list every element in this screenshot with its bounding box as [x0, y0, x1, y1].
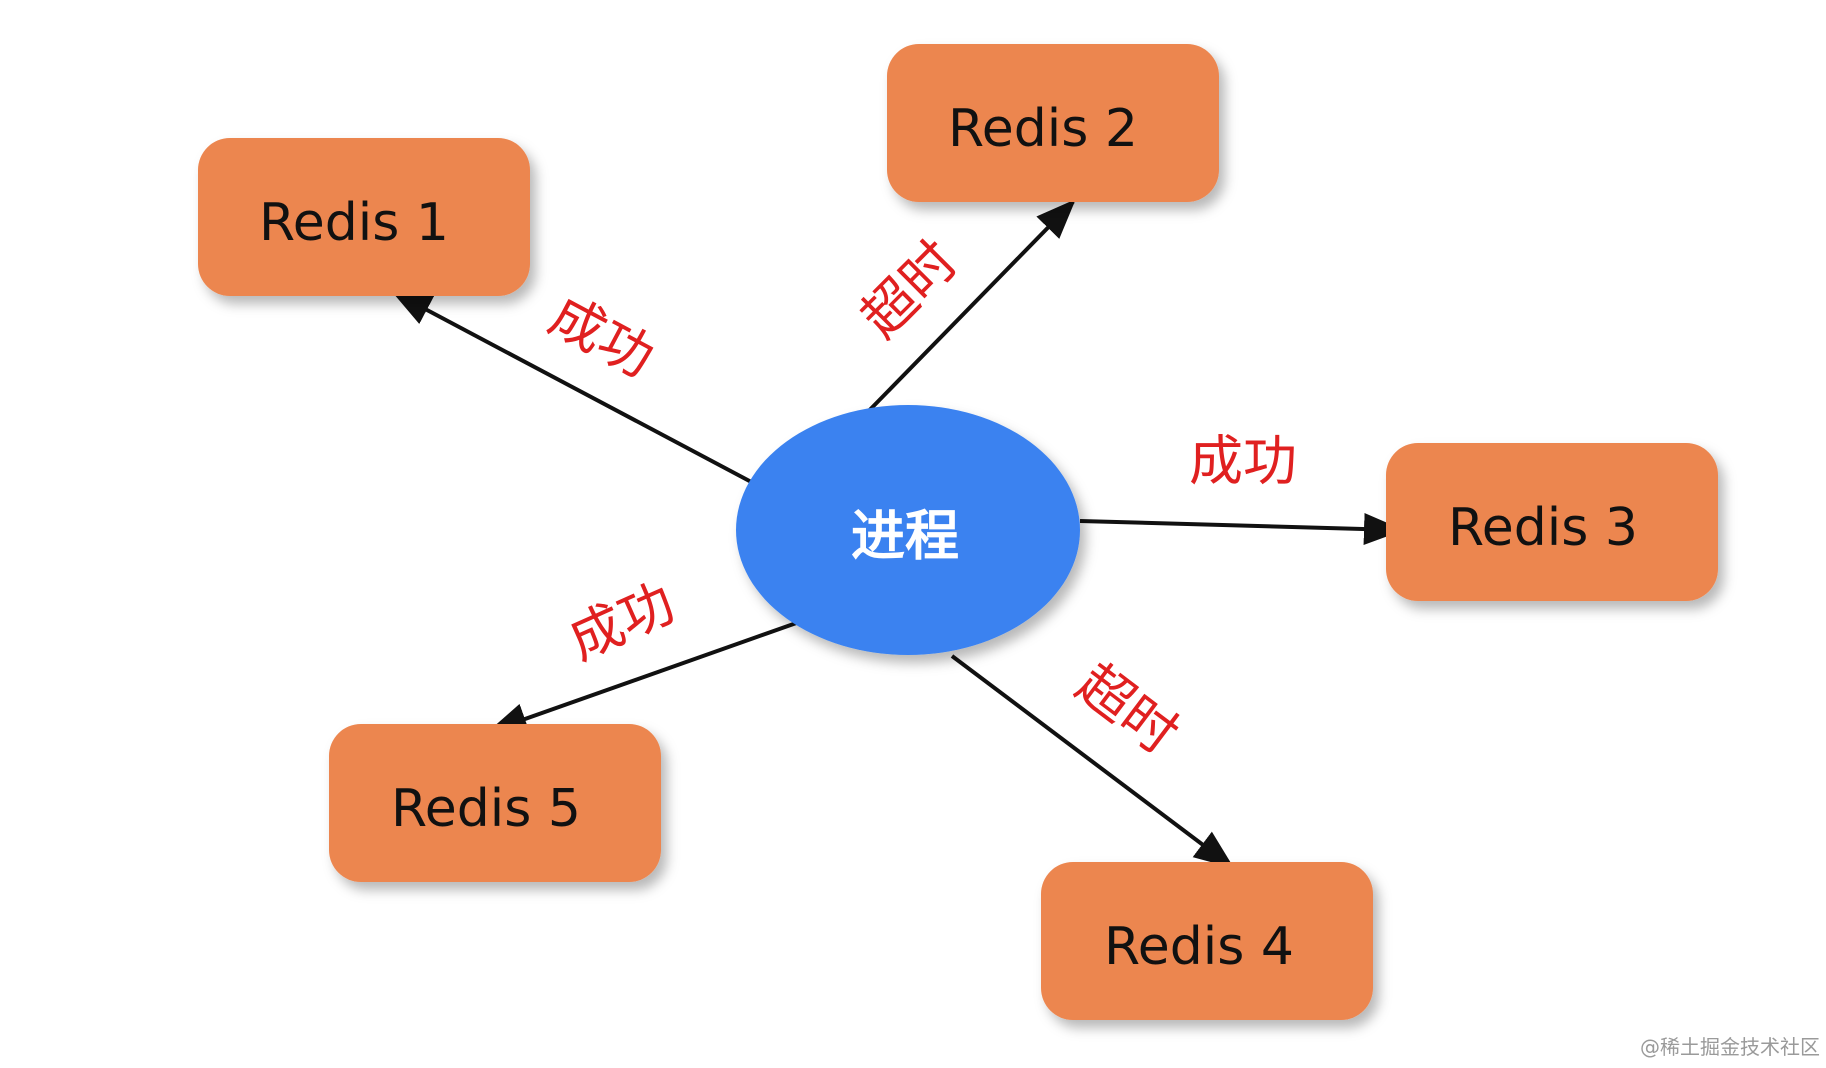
node-label-redis-4: Redis 4	[1104, 917, 1294, 977]
watermark: @稀土掘金技术社区	[1640, 1035, 1820, 1059]
edge-label-redis-1: 成功	[539, 283, 664, 389]
center-label: 进程	[851, 505, 959, 568]
node-label-redis-2: Redis 2	[948, 99, 1138, 159]
node-label-redis-5: Redis 5	[391, 779, 581, 839]
edge-to-redis-5	[487, 619, 803, 735]
edge-to-redis-1	[391, 291, 758, 487]
edge-label-redis-2: 超时	[849, 229, 970, 350]
edge-to-redis-4	[950, 654, 1235, 869]
node-redis-5: Redis 5	[329, 724, 661, 882]
edge-to-redis-2	[853, 199, 1076, 427]
node-label-redis-1: Redis 1	[259, 193, 449, 253]
node-redis-3: Redis 3	[1386, 443, 1718, 601]
center-process-node: 进程	[736, 405, 1080, 655]
edge-label-redis-3: 成功	[1189, 430, 1297, 493]
node-redis-1: Redis 1	[198, 138, 530, 296]
edges	[391, 199, 1404, 869]
node-redis-4: Redis 4	[1041, 862, 1373, 1020]
edge-label-redis-5: 成功	[559, 571, 683, 672]
edge-label-redis-4: 超时	[1065, 651, 1189, 766]
node-redis-2: Redis 2	[887, 44, 1219, 202]
node-label-redis-3: Redis 3	[1448, 498, 1638, 558]
edge-to-redis-3	[1079, 512, 1404, 545]
